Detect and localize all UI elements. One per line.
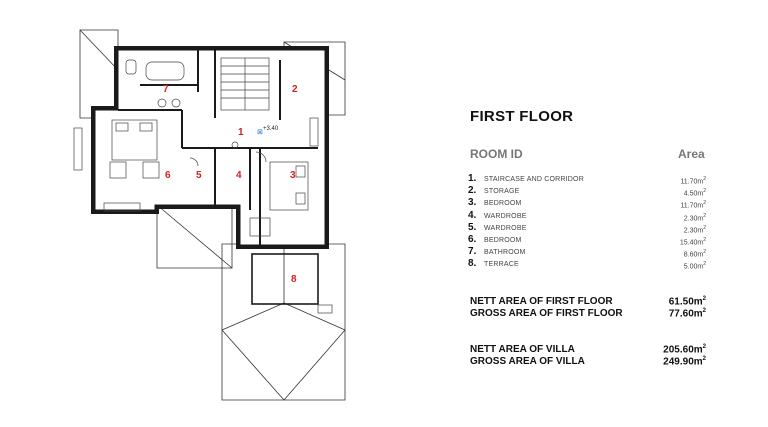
room-row: 2. STORAGE 4.50m2: [468, 185, 706, 199]
room-labels: 1 2 3 4 5 6 7 8: [163, 84, 298, 285]
room-number: 8.: [468, 258, 477, 270]
svg-text:2: 2: [292, 84, 298, 95]
room-name: WARDROBE: [484, 212, 527, 220]
svg-text:8: 8: [291, 274, 297, 285]
room-number: 5.: [468, 221, 477, 233]
room-name: STAIRCASE AND CORRIDOR: [484, 176, 584, 183]
interior-walls: [118, 50, 318, 245]
room-schedule-panel: FIRST FLOOR ROOM ID Area 1. STAIRCASE AND…: [468, 0, 768, 427]
floor-plan-drawing: 1 2 3 4 5 6 7 8 ⊠ +3.40: [73, 29, 346, 401]
svg-text:5: 5: [196, 170, 202, 181]
room-name: BEDROOM: [484, 237, 522, 244]
room-row: 8. TERRACE 5.00m2: [468, 258, 706, 272]
level-marker-icon: ⊠: [257, 129, 263, 136]
room-number: 4.: [468, 209, 477, 221]
room-row: 4. WARDROBE 2.30m2: [468, 209, 706, 224]
svg-text:6: 6: [165, 170, 171, 181]
room-row: 3. BEDROOM 11.70m2: [468, 197, 706, 211]
total-row: GROSS AREA OF FIRST FLOOR 77.60m2: [470, 308, 706, 320]
staircase: [220, 57, 270, 111]
room-area: 11.70m2: [680, 200, 706, 210]
room-number: 1.: [468, 173, 477, 184]
total-row: NETT AREA OF VILLA 205.60m2: [470, 344, 706, 356]
room-id-header: ROOM ID: [470, 147, 523, 161]
room-row: 7. BATHROOM 8.60m2: [468, 246, 706, 260]
room-area: 5.00m2: [683, 261, 706, 271]
room-number: 6.: [468, 234, 477, 245]
room-row: 5. WARDROBE 2.30m2: [468, 221, 706, 236]
room-area: 2.30m2: [683, 212, 706, 222]
room-area: 4.50m2: [683, 188, 706, 198]
svg-text:1: 1: [238, 127, 244, 138]
svg-text:3: 3: [290, 170, 296, 181]
room-area: 8.60m2: [683, 249, 706, 259]
room-area: 2.30m2: [683, 224, 706, 235]
room-row: 1. STAIRCASE AND CORRIDOR 11.70m2: [468, 173, 706, 187]
room-area: 15.40m2: [679, 237, 706, 247]
room-number: 2.: [468, 185, 477, 197]
total-row: NETT AREA OF FIRST FLOOR 61.50m2: [470, 296, 706, 308]
room-name: WARDROBE: [484, 224, 527, 232]
room-name: BEDROOM: [484, 200, 522, 208]
room-row: 6. BEDROOM 15.40m2: [468, 234, 706, 248]
level-mark: +3.40: [263, 126, 279, 132]
terrace: [251, 253, 319, 305]
room-name: BATHROOM: [484, 249, 526, 257]
floor-title: FIRST FLOOR: [470, 108, 574, 125]
bathroom-fixtures: [125, 59, 185, 108]
svg-text:4: 4: [236, 170, 242, 181]
room-name: TERRACE: [484, 261, 519, 269]
room-area: 11.70m2: [680, 176, 706, 186]
total-row: GROSS AREA OF VILLA 249.90m2: [470, 356, 706, 368]
room-name: STORAGE: [484, 188, 520, 196]
room-number: 3.: [468, 197, 477, 209]
exterior-walls: [91, 46, 329, 249]
furniture: [73, 117, 319, 237]
svg-text:7: 7: [163, 84, 169, 95]
area-header: Area: [678, 147, 705, 161]
room-number: 7.: [468, 246, 477, 258]
